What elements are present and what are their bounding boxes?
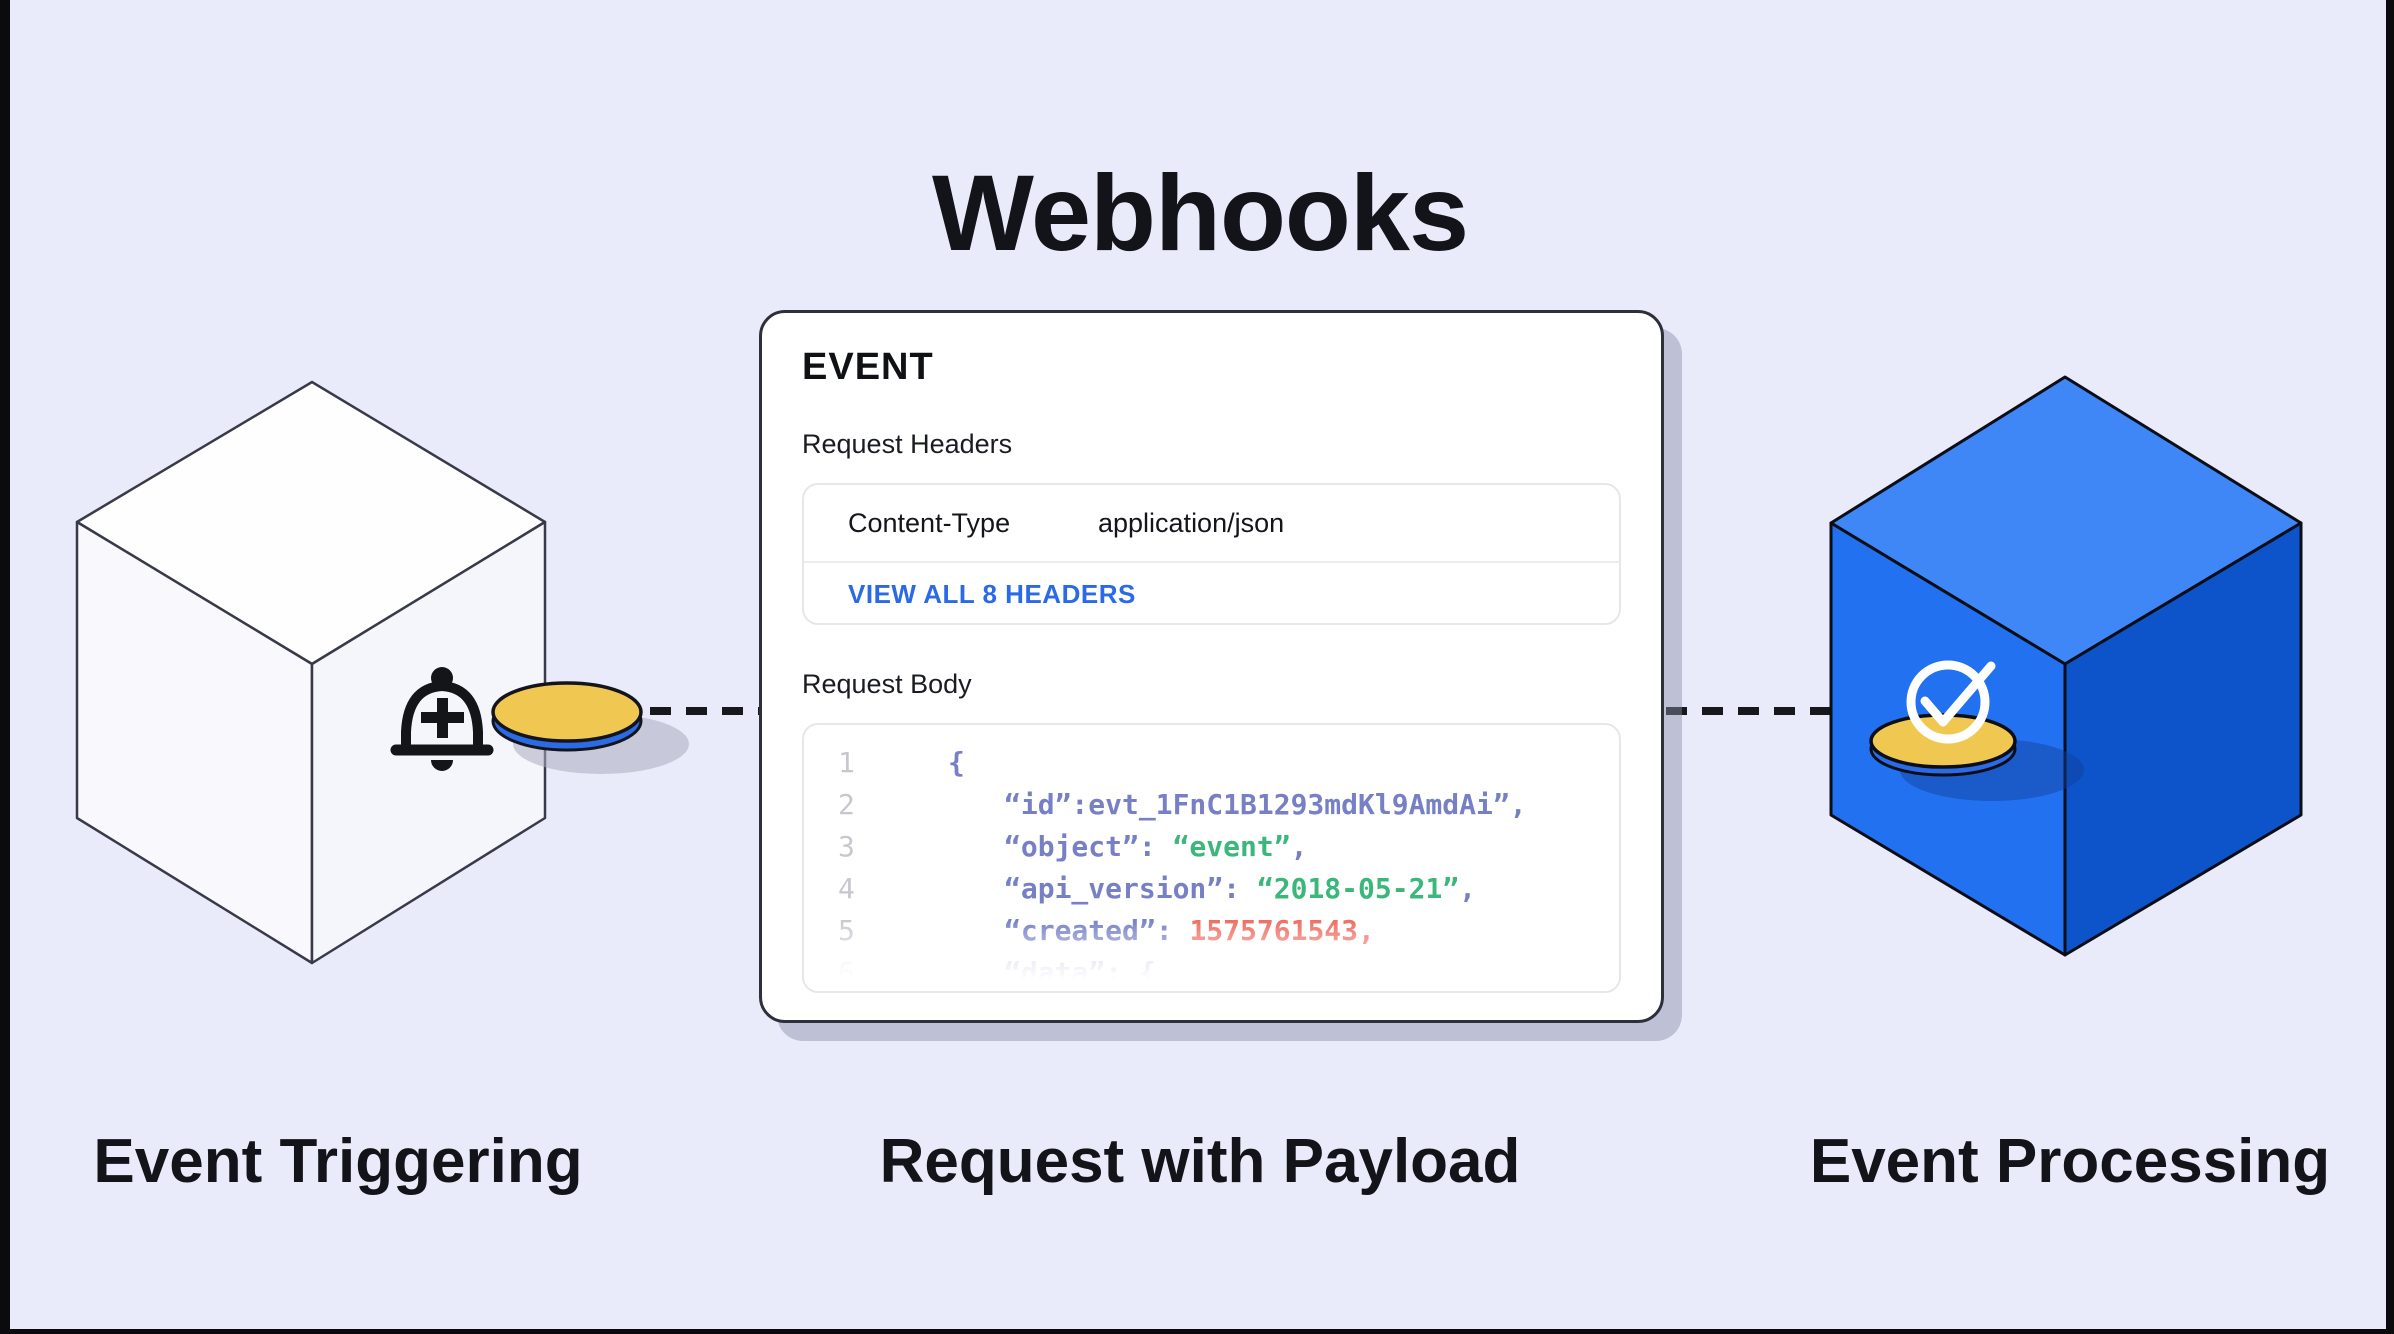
header-value: application/json bbox=[1098, 507, 1285, 538]
code-text: { bbox=[948, 745, 965, 779]
event-card-title: EVENT bbox=[802, 346, 934, 388]
event-source-cube bbox=[75, 380, 547, 965]
request-headers-box: Content-Type application/json VIEW ALL 8… bbox=[802, 483, 1621, 625]
code-text: “id”:evt_1FnC1B1293mdKl9AmdAi”, bbox=[1004, 787, 1527, 821]
line-number: 3 bbox=[838, 829, 855, 863]
header-row: Content-Type application/json bbox=[804, 485, 1619, 561]
letterbox-right bbox=[2386, 0, 2394, 1334]
stage-label-request-with-payload: Request with Payload bbox=[879, 1127, 1521, 1196]
bell-plus-icon bbox=[390, 667, 494, 771]
line-number: 5 bbox=[838, 913, 855, 947]
stage-label-event-processing: Event Processing bbox=[1809, 1127, 2331, 1196]
code-line: 2 “id”:evt_1FnC1B1293mdKl9AmdAi”, bbox=[804, 783, 1619, 825]
code-text: “object”: “event”, bbox=[1004, 829, 1308, 863]
code-line: 4 “api_version”: “2018-05-21”, bbox=[804, 867, 1619, 909]
event-card: EVENT Request Headers Content-Type appli… bbox=[759, 310, 1664, 1023]
headers-divider bbox=[804, 561, 1619, 563]
coin-icon bbox=[491, 681, 689, 774]
headers-rows: Content-Type application/json bbox=[804, 485, 1619, 561]
line-number: 4 bbox=[838, 871, 855, 905]
line-number: 1 bbox=[838, 745, 855, 779]
code-lines: 1 { 2 “id”:evt_1FnC1B1293mdKl9AmdAi”, 3 … bbox=[804, 741, 1619, 991]
code-text: “created”: 1575761543, bbox=[1004, 913, 1375, 947]
page-title: Webhooks bbox=[931, 152, 1469, 274]
code-text: “data”: { bbox=[1004, 955, 1156, 989]
letterbox-left bbox=[0, 0, 10, 1334]
event-processor-cube bbox=[1829, 375, 2303, 957]
line-number: 2 bbox=[838, 787, 855, 821]
header-name: Content-Type bbox=[848, 507, 1011, 538]
stage-label-event-triggering: Event Triggering bbox=[93, 1127, 583, 1196]
code-line: 1 { bbox=[804, 741, 1619, 783]
code-line: 5 “created”: 1575761543, bbox=[804, 909, 1619, 951]
request-headers-label: Request Headers bbox=[802, 429, 1013, 459]
check-circle-icon bbox=[1906, 660, 1996, 744]
code-text: “api_version”: “2018-05-21”, bbox=[1004, 871, 1477, 905]
code-line: 6 “data”: { bbox=[804, 951, 1619, 991]
view-all-headers-link[interactable]: VIEW ALL 8 HEADERS bbox=[848, 578, 1136, 609]
letterbox-bottom bbox=[0, 1329, 2394, 1334]
code-line: 3 “object”: “event”, bbox=[804, 825, 1619, 867]
request-body-box: 1 { 2 “id”:evt_1FnC1B1293mdKl9AmdAi”, 3 … bbox=[802, 723, 1621, 993]
request-body-label: Request Body bbox=[802, 669, 972, 699]
line-number: 6 bbox=[838, 955, 855, 989]
